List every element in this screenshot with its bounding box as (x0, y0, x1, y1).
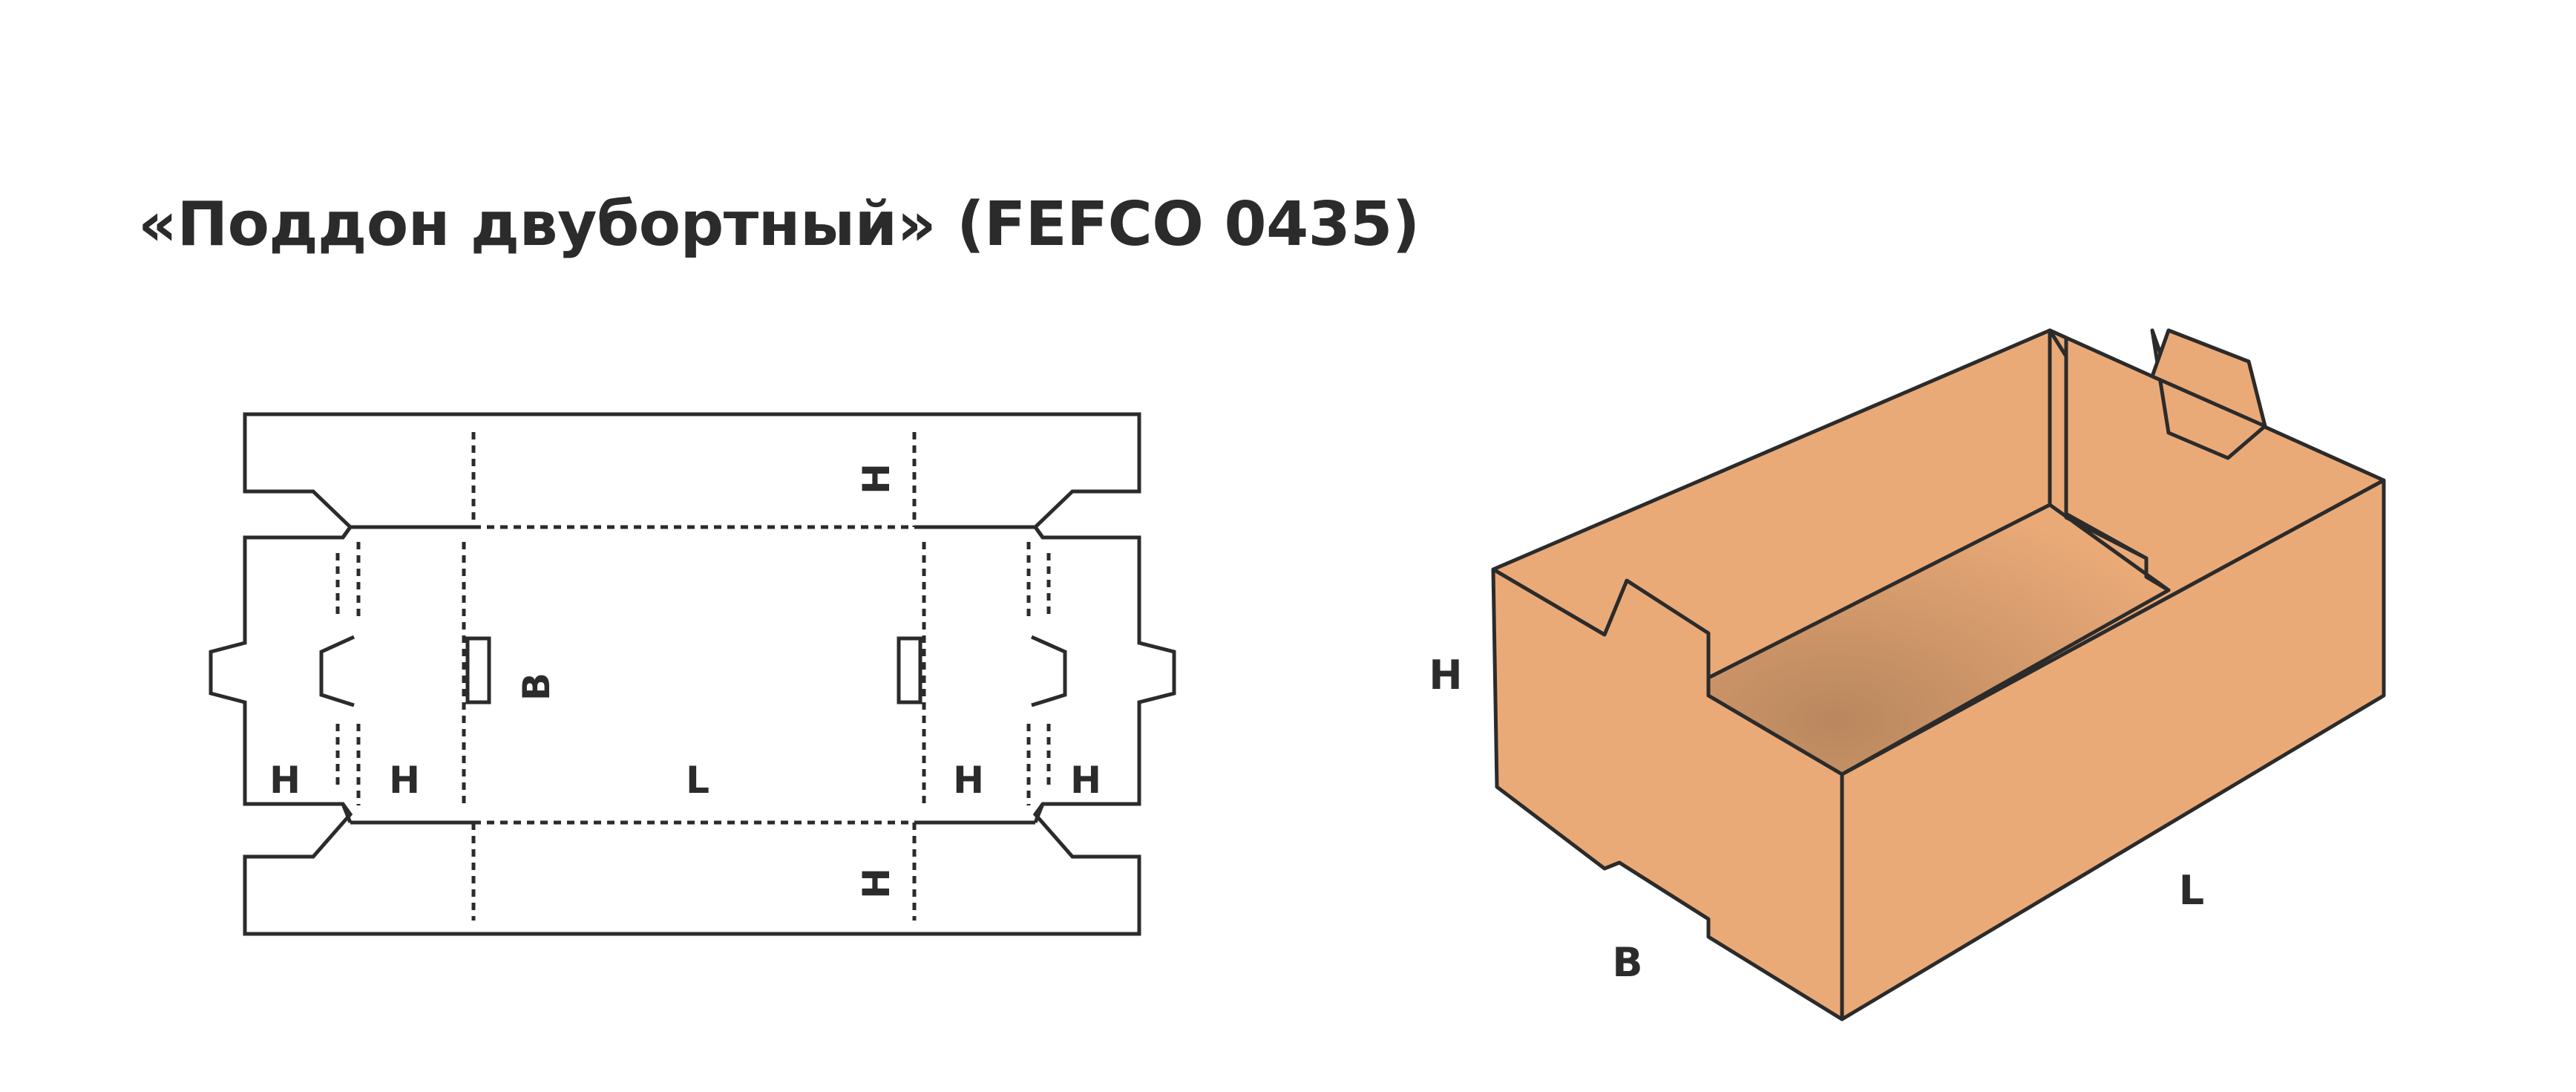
box-lock-tab-outer (2150, 328, 2267, 428)
unfolded-dieline: H H L H H H H B (209, 412, 1176, 936)
box-right-wall-edge (2048, 329, 2068, 358)
cut-corner-bl (341, 803, 353, 823)
lock-tab-left (319, 635, 355, 707)
cut-corner-tr (1033, 526, 1045, 539)
box-right-inner-wall (2048, 328, 2171, 592)
assembled-box: H B L (1429, 328, 2386, 1021)
cut-corner-tl (341, 526, 353, 539)
page-title: «Поддон двубортный» (FEFCO 0435) (138, 189, 1420, 260)
label-h-left-outer: H (269, 759, 301, 802)
label-h-right-inner: H (953, 759, 984, 802)
dieline-outline (209, 412, 1176, 936)
label-h-right-outer: H (1070, 759, 1101, 802)
label-h-left-inner: H (389, 759, 420, 802)
slot-right (897, 636, 922, 704)
slot-left (465, 636, 491, 704)
label-b-side: B (515, 673, 558, 701)
cut-corner-br (1033, 803, 1045, 823)
label-h-bottom: H (855, 868, 898, 899)
label-l-length: L (2179, 867, 2204, 914)
label-h-height: H (1429, 652, 1462, 699)
label-h-top: H (855, 463, 898, 494)
box-left-wall (1491, 567, 1844, 1021)
lock-tab-right (1030, 635, 1067, 707)
label-b-width: B (1612, 939, 1642, 986)
label-l-center: L (686, 759, 709, 802)
